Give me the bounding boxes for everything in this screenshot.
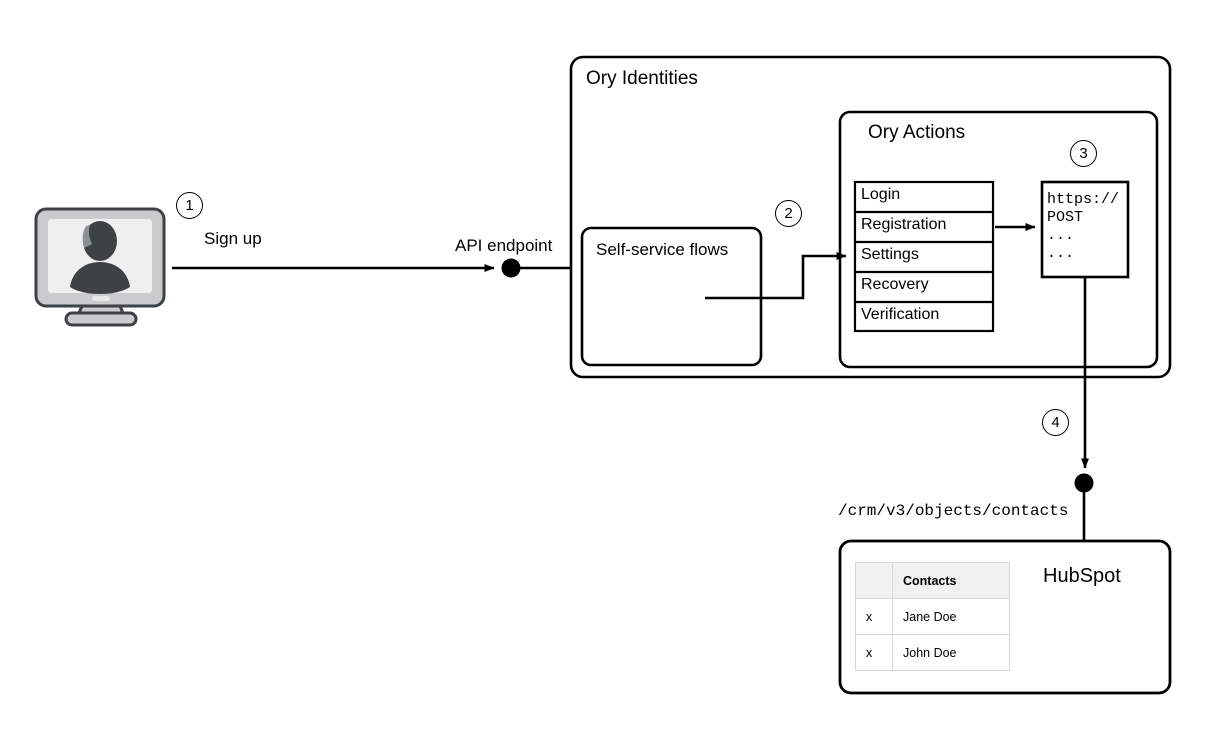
hubspot-title: HubSpot bbox=[1043, 565, 1121, 587]
hubspot-endpoint-dot bbox=[1074, 473, 1094, 493]
label-crm-path: /crm/v3/objects/contacts bbox=[838, 502, 1069, 520]
flow-item-recovery[interactable]: Recovery bbox=[861, 276, 929, 293]
monitor-user-icon bbox=[34, 207, 166, 327]
ory-actions-title: Ory Actions bbox=[868, 122, 966, 143]
step-badge-1: 1 bbox=[176, 192, 203, 219]
table-header-row: Contacts bbox=[855, 562, 1010, 599]
webhook-line-body-1: ... bbox=[1047, 227, 1075, 244]
webhook-line-method: POST bbox=[1047, 209, 1084, 226]
webhook-line-url: https:// bbox=[1047, 191, 1120, 208]
table-cell-name: John Doe bbox=[892, 634, 1010, 671]
webhook-box bbox=[1040, 180, 1130, 279]
flow-item-verification[interactable]: Verification bbox=[861, 306, 940, 323]
table-header-mark bbox=[855, 562, 893, 599]
ory-identities-box bbox=[569, 55, 1172, 379]
table-cell-name: Jane Doe bbox=[892, 598, 1010, 635]
flow-item-settings[interactable]: Settings bbox=[861, 246, 919, 263]
table-cell-mark: x bbox=[855, 598, 893, 635]
table-row: x Jane Doe bbox=[855, 598, 1010, 635]
webhook-line-body-2: ... bbox=[1047, 245, 1075, 262]
hubspot-contacts-table: Contacts x Jane Doe x John Doe bbox=[855, 562, 1010, 671]
table-row: x John Doe bbox=[855, 634, 1010, 671]
label-sign-up: Sign up bbox=[204, 229, 262, 248]
flow-item-login[interactable]: Login bbox=[861, 186, 901, 203]
self-service-flows-box bbox=[580, 226, 763, 367]
step-badge-4: 4 bbox=[1042, 409, 1069, 436]
step-badge-3: 3 bbox=[1070, 140, 1097, 167]
arrow-flows-to-registration bbox=[705, 252, 847, 300]
api-endpoint-dot bbox=[501, 258, 521, 278]
table-header-contacts: Contacts bbox=[892, 562, 1010, 599]
self-service-flows-title: Self-service flows bbox=[596, 240, 729, 259]
flow-item-registration[interactable]: Registration bbox=[861, 216, 947, 233]
label-api-endpoint: API endpoint bbox=[455, 236, 553, 255]
hubspot-box bbox=[838, 539, 1172, 695]
step-badge-2: 2 bbox=[775, 200, 802, 227]
ory-identities-title: Ory Identities bbox=[586, 68, 698, 89]
table-cell-mark: x bbox=[855, 634, 893, 671]
ory-actions-box bbox=[838, 110, 1159, 369]
flow-list-box bbox=[853, 180, 995, 333]
